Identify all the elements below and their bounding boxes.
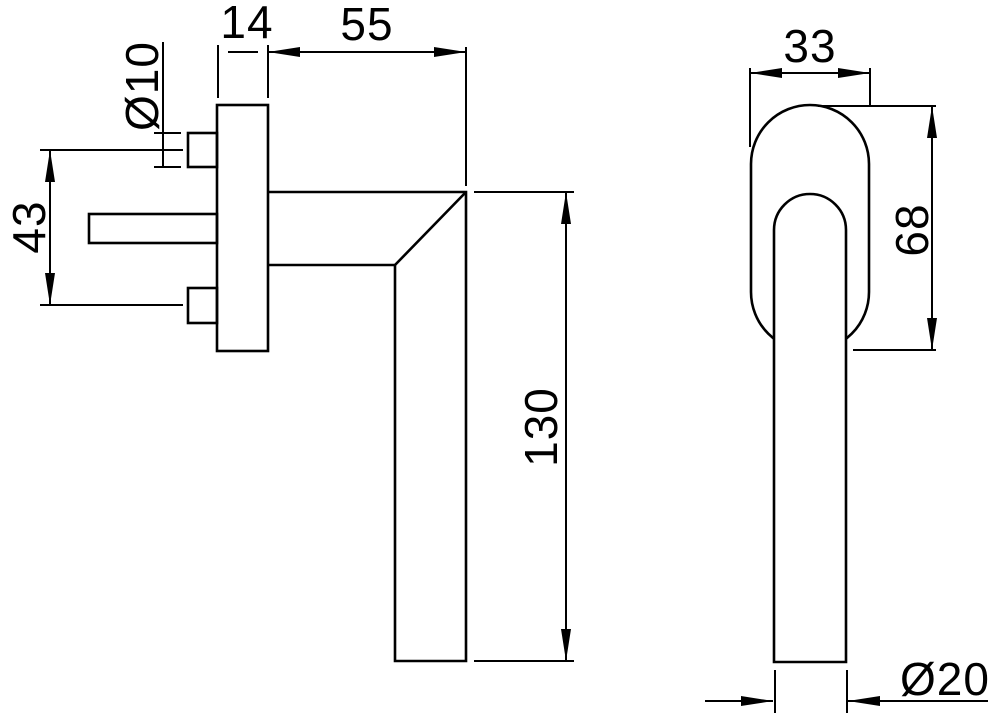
arrowhead-right (838, 68, 870, 78)
front-view: 33 68 Ø20 (705, 20, 990, 713)
dimension-screw-spacing: 43 (3, 149, 183, 306)
screw-boss-bottom (186, 286, 219, 325)
arrowhead-right (741, 696, 773, 706)
dim-label-screw-spacing: 43 (3, 200, 55, 253)
spindle-shaft (87, 212, 219, 245)
dim-label-plate-thickness: 14 (220, 0, 273, 48)
screw-boss-top (186, 131, 219, 169)
dim-label-rosette-width: 33 (783, 20, 836, 72)
dimension-screw-boss-diameter: Ø10 (116, 41, 181, 168)
dim-label-rosette-height: 68 (886, 203, 938, 256)
dimension-rosette-height: 68 (818, 105, 938, 351)
arrowhead-left (848, 696, 880, 706)
arrowhead-down (927, 318, 937, 350)
dim-label-handle-drop: 130 (515, 387, 567, 467)
rosette-plate-side (215, 103, 270, 353)
arrowhead-up (561, 192, 571, 224)
dimension-plate-thickness: 14 (217, 0, 273, 98)
dim-label-grip-diameter: Ø20 (900, 653, 990, 705)
arrowhead-up (927, 106, 937, 138)
handle-arm-outline (268, 190, 468, 663)
grip-front (772, 192, 848, 664)
dim-label-arm-length: 55 (340, 0, 393, 50)
dimension-arm-length: 55 (268, 0, 467, 186)
arrowhead-left (750, 68, 782, 78)
handle-miter-line (394, 191, 467, 266)
arrowhead-left (268, 47, 300, 57)
arrowhead-up (45, 150, 55, 182)
arrowhead-down (561, 629, 571, 661)
dimension-handle-drop: 130 (474, 191, 574, 662)
side-view: 14 55 Ø10 43 (3, 0, 574, 663)
arrowhead-down (45, 273, 55, 305)
dimension-rosette-width: 33 (749, 20, 871, 147)
arrowhead-right (434, 47, 466, 57)
dimension-grip-diameter: Ø20 (705, 653, 990, 713)
dim-label-screw-boss-diameter: Ø10 (116, 41, 168, 131)
